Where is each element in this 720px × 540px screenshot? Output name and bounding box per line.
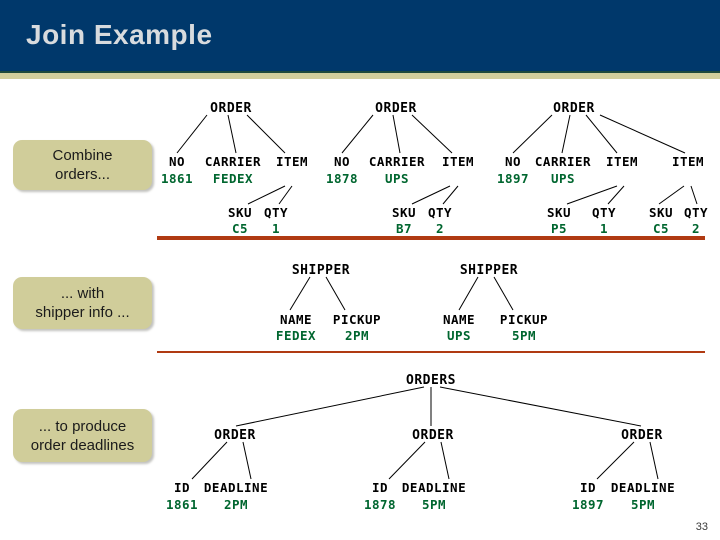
tree3-label-qty-2: QTY: [683, 205, 709, 220]
tree3-value-carrier: UPS: [550, 171, 576, 186]
tree2-label-sku: SKU: [391, 205, 417, 220]
shipper1-root: SHIPPER: [291, 263, 351, 278]
tree1-label-no: NO: [168, 154, 186, 169]
tree3-value-sku-2: C5: [652, 221, 670, 236]
tree1-label-sku: SKU: [227, 205, 253, 220]
result3-label-id: ID: [579, 480, 597, 495]
page-title: Join Example: [26, 19, 213, 50]
callout-line-1: Combine: [52, 147, 113, 164]
result2-value-id: 1878: [363, 497, 397, 512]
shipper2-label-name: NAME: [442, 312, 476, 327]
tree3-label-sku-1: SKU: [546, 205, 572, 220]
result-order-3: ORDER: [621, 428, 663, 443]
result1-label-id: ID: [173, 480, 191, 495]
header-band: [0, 0, 720, 71]
shipper1-value-name: FEDEX: [275, 328, 317, 343]
tree2-value-qty: 2: [435, 221, 445, 236]
tree2-value-carrier: UPS: [384, 171, 410, 186]
shipper1-label-pickup: PICKUP: [332, 312, 382, 327]
result-root-orders: ORDERS: [406, 373, 456, 388]
tree2-label-item: ITEM: [441, 154, 475, 169]
tree3-label-item-2: ITEM: [671, 154, 705, 169]
tree3-label-carrier: CARRIER: [534, 154, 592, 169]
callout-with-shipper-info: ... with shipper info ...: [13, 277, 152, 329]
tree1-root-order: ORDER: [210, 101, 252, 116]
tree1-value-carrier: FEDEX: [212, 171, 254, 186]
tree2-label-qty: QTY: [427, 205, 453, 220]
tree2-label-no: NO: [333, 154, 351, 169]
tree3-value-sku-1: P5: [550, 221, 568, 236]
page-number: 33: [695, 521, 708, 533]
tree1-label-qty: QTY: [263, 205, 289, 220]
tree1-value-qty: 1: [271, 221, 281, 236]
tree2-value-no: 1878: [325, 171, 359, 186]
result-order-2: ORDER: [412, 428, 454, 443]
tree1-value-no: 1861: [160, 171, 194, 186]
result2-value-deadline: 5PM: [421, 497, 447, 512]
tree2-root-order: ORDER: [375, 101, 417, 116]
tree3-value-qty-2: 2: [691, 221, 701, 236]
tree3-label-qty-1: QTY: [591, 205, 617, 220]
tree3-root-order: ORDER: [553, 101, 595, 116]
callout-to-produce-order-deadlines: ... to produce order deadlines: [13, 409, 152, 462]
result2-label-id: ID: [371, 480, 389, 495]
shipper2-value-name: UPS: [446, 328, 472, 343]
result1-value-id: 1861: [165, 497, 199, 512]
callout-line-1: ... to produce: [38, 417, 127, 435]
result2-label-deadline: DEADLINE: [401, 480, 467, 495]
result1-label-deadline: DEADLINE: [203, 480, 269, 495]
callout-line-2: orders...: [54, 166, 111, 183]
result3-label-deadline: DEADLINE: [610, 480, 676, 495]
result3-value-deadline: 5PM: [630, 497, 656, 512]
callout-combine-orders: Combine orders...: [13, 140, 152, 190]
tree2-label-carrier: CARRIER: [368, 154, 426, 169]
callout-line-1: ... with: [60, 285, 105, 302]
result3-value-id: 1897: [571, 497, 605, 512]
tree1-label-item: ITEM: [275, 154, 309, 169]
shipper2-root: SHIPPER: [459, 263, 519, 278]
shipper2-label-pickup: PICKUP: [499, 312, 549, 327]
result1-value-deadline: 2PM: [223, 497, 249, 512]
tree3-value-qty-1: 1: [599, 221, 609, 236]
shipper1-value-pickup: 2PM: [344, 328, 370, 343]
shipper2-value-pickup: 5PM: [511, 328, 537, 343]
tree1-label-carrier: CARRIER: [204, 154, 262, 169]
callout-line-2: shipper info ...: [35, 304, 130, 321]
tree2-value-sku: B7: [395, 221, 413, 236]
separator-shippers-result: [157, 351, 705, 353]
tree3-label-sku-2: SKU: [648, 205, 674, 220]
tree3-value-no: 1897: [496, 171, 530, 186]
separator-orders-shippers: [157, 236, 705, 240]
shipper1-label-name: NAME: [279, 312, 313, 327]
tree3-label-item-1: ITEM: [605, 154, 639, 169]
header-tan-bar: [0, 73, 720, 79]
header-green-rule: [0, 71, 720, 73]
tree3-label-no: NO: [504, 154, 522, 169]
result-order-1: ORDER: [214, 428, 256, 443]
callout-line-2: order deadlines: [30, 436, 135, 454]
tree1-value-sku: C5: [231, 221, 249, 236]
